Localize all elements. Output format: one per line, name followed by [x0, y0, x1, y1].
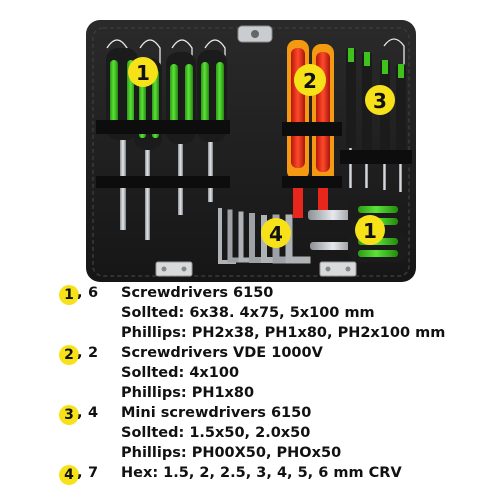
quantity: 2: [88, 345, 99, 361]
spec-line: Phillips: PH00X50, PHOx50: [121, 445, 342, 461]
spec-row: Sollted: 1.5x50, 2.0x50: [0, 425, 500, 445]
callout-1-bottom: 1: [355, 215, 385, 245]
tool-case-photo: 1 2 3 4 1: [86, 20, 416, 282]
case-clip-right: [319, 261, 357, 277]
number-badge: 3: [59, 405, 79, 425]
spec-row: 1 , 6 Screwdrivers 6150: [0, 285, 500, 305]
spec-row: 4 , 7 Hex: 1.5, 2, 2.5, 3, 4, 5, 6 mm CR…: [0, 465, 500, 485]
quantity: 4: [88, 405, 99, 421]
spec-line: Sollted: 4x100: [121, 365, 240, 381]
spec-list: 1 , 6 Screwdrivers 6150 Sollted: 6x38. 4…: [0, 283, 500, 500]
spec-line: Phillips: PH2x38, PH1x80, PH2x100 mm: [121, 325, 446, 341]
spec-line: Phillips: PH1x80: [121, 385, 255, 401]
quantity: 7: [88, 465, 99, 481]
callout-4: 4: [261, 218, 291, 248]
callout-3: 3: [365, 85, 395, 115]
callout-1-top: 1: [128, 57, 158, 87]
spec-row: Phillips: PH2x38, PH1x80, PH2x100 mm: [0, 325, 500, 345]
number-badge: 2: [59, 345, 79, 365]
spec-row: Sollted: 6x38. 4x75, 5x100 mm: [0, 305, 500, 325]
svg-text:1: 1: [136, 61, 150, 85]
spec-title: Screwdrivers VDE 1000V: [121, 345, 323, 361]
spec-row: 3 , 4 Mini screwdrivers 6150: [0, 405, 500, 425]
spec-row: 2 , 2 Screwdrivers VDE 1000V: [0, 345, 500, 365]
spec-line: Sollted: 6x38. 4x75, 5x100 mm: [121, 305, 375, 321]
callout-2: 2: [294, 64, 326, 96]
spec-title: Mini screwdrivers 6150: [121, 405, 312, 421]
spec-title: Hex: 1.5, 2, 2.5, 3, 4, 5, 6 mm CRV: [121, 465, 402, 481]
spec-title: Screwdrivers 6150: [121, 285, 274, 301]
svg-text:3: 3: [373, 89, 387, 113]
case-clip-left: [155, 261, 193, 277]
number-badge: 1: [59, 285, 79, 305]
spec-row: Sollted: 4x100: [0, 365, 500, 385]
svg-text:4: 4: [269, 222, 283, 246]
quantity: 6: [88, 285, 99, 301]
svg-text:2: 2: [303, 69, 317, 93]
spec-row: Phillips: PH1x80: [0, 385, 500, 405]
number-badge: 4: [59, 465, 79, 485]
svg-text:1: 1: [363, 219, 377, 243]
spec-line: Sollted: 1.5x50, 2.0x50: [121, 425, 311, 441]
spec-row: Phillips: PH00X50, PHOx50: [0, 445, 500, 465]
